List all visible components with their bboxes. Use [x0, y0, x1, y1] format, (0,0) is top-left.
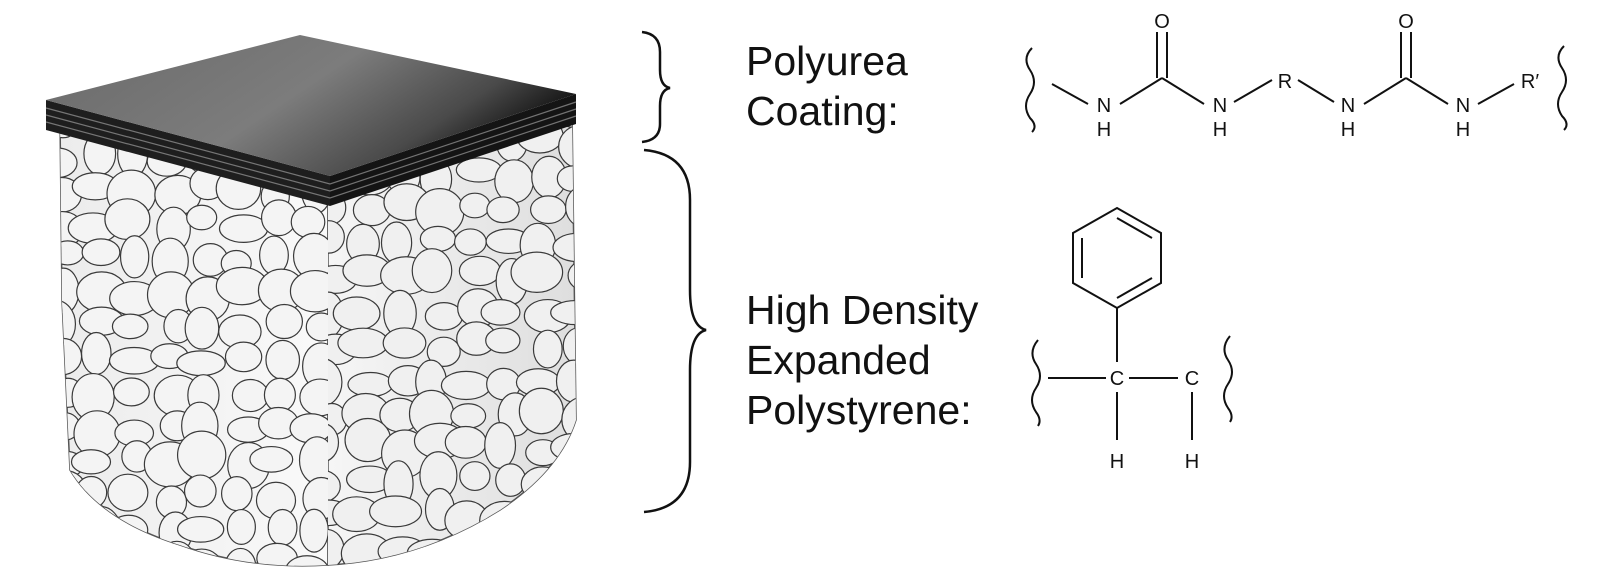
foam-bead: [485, 327, 521, 354]
foam-bead: [510, 251, 564, 293]
foam-bead: [558, 124, 576, 170]
polystyrene-label-line1: High Density: [746, 287, 979, 333]
polystyrene-c2: C: [1185, 368, 1199, 390]
foam-bead: [60, 147, 78, 179]
polyurea-h1: H: [1097, 119, 1111, 141]
polyurea-coating-label: Polyurea Coating:: [746, 36, 908, 136]
foam-bead: [328, 469, 341, 503]
polyurea-o1: O: [1154, 11, 1170, 33]
foam-bead: [305, 312, 328, 342]
foam-bead: [107, 473, 149, 512]
polystyrene-c1: C: [1110, 368, 1124, 390]
foam-bead: [552, 232, 576, 263]
foam-bead: [183, 474, 217, 508]
polyurea-h3: H: [1341, 119, 1355, 141]
foam-bead: [328, 357, 343, 407]
foam-bead: [176, 515, 225, 543]
foam-bead: [60, 299, 77, 349]
foam-bead: [249, 445, 294, 473]
foam-bead: [328, 220, 345, 254]
foam-bead: [562, 327, 576, 365]
polyurea-n1: N: [1097, 95, 1111, 117]
foam-bead: [224, 341, 263, 373]
polyurea-n4: N: [1456, 95, 1470, 117]
coated-foam-block-illustration: [45, 35, 577, 567]
polystyrene-label-line2: Expanded: [746, 337, 931, 383]
polystyrene-h2: H: [1185, 451, 1199, 473]
foam-bead: [411, 248, 453, 294]
foam-bead: [81, 238, 121, 267]
foam-bead: [459, 461, 491, 492]
benzene-ring: [1072, 206, 1162, 310]
foam-bead: [382, 327, 427, 359]
polyurea-r-prime: R′: [1521, 71, 1539, 93]
foam-bead: [289, 269, 328, 313]
foam-bead: [111, 313, 149, 340]
right-wavy-bond: [1557, 45, 1568, 131]
foam-bead: [265, 303, 304, 340]
foam-bead: [299, 508, 328, 553]
foam-bead: [426, 336, 461, 368]
polyurea-n2: N: [1213, 95, 1227, 117]
polyurea-label-line2: Coating:: [746, 88, 899, 134]
polyurea-h2: H: [1213, 119, 1227, 141]
polyurea-label-line1: Polyurea: [746, 38, 908, 84]
foam-bead: [328, 422, 340, 463]
foam-bead: [532, 329, 563, 369]
ps-right-wavy-bond: [1223, 335, 1233, 423]
foam-body: [59, 108, 577, 567]
foam-bead: [70, 449, 112, 475]
foam-bead: [486, 196, 520, 224]
polyurea-n3: N: [1341, 95, 1355, 117]
foam-bead: [186, 204, 218, 231]
coating-brace: [641, 30, 671, 144]
foam-bead: [119, 235, 150, 279]
polyurea-h4: H: [1456, 119, 1470, 141]
ps-left-wavy-bond: [1031, 339, 1041, 427]
foam-bead: [284, 555, 328, 566]
polystyrene-h1: H: [1110, 451, 1124, 473]
polystyrene-label: High Density Expanded Polystyrene:: [746, 285, 978, 435]
foam-bead: [369, 495, 423, 528]
foam-bead: [480, 298, 521, 326]
polyurea-coating-layer: [45, 35, 577, 206]
foam-brace: [643, 148, 707, 514]
polyurea-r: R: [1278, 71, 1292, 93]
foam-bead: [112, 377, 150, 407]
polyurea-o2: O: [1398, 11, 1414, 33]
polystyrene-label-line3: Polystyrene:: [746, 387, 972, 433]
foam-bead: [226, 508, 256, 545]
left-wavy-bond: [1025, 47, 1036, 133]
